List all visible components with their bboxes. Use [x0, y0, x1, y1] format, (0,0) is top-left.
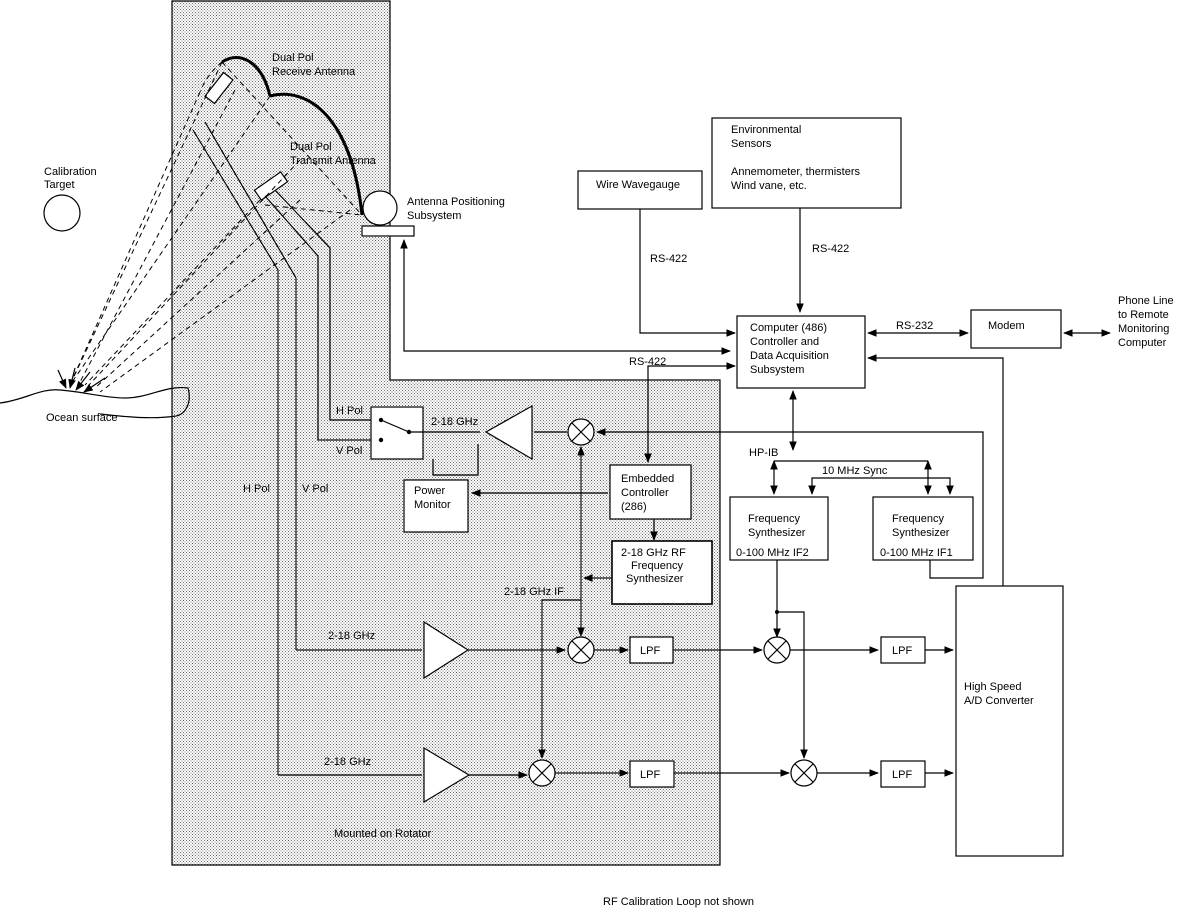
lpf-3-label: LPF — [892, 645, 912, 657]
sync-line — [808, 477, 954, 495]
lpf-1-box — [629, 636, 674, 664]
antenna-beam-lines — [69, 61, 363, 393]
ocean-surface-label: Ocean surface — [46, 412, 118, 424]
tx-freq-label: 2-18 GHz — [431, 416, 478, 428]
synth-if1-label: Frequency Synthesizer 0-100 MHz IF1 — [880, 513, 953, 559]
power-monitor-label: Power Monitor — [414, 485, 451, 511]
lpf-3-box — [880, 636, 926, 664]
synth-if2-box — [729, 496, 829, 561]
embedded-controller-box — [609, 464, 692, 520]
tx-amplifier — [484, 404, 533, 461]
computer-box — [736, 315, 866, 389]
adc-to-computer-link — [867, 354, 1004, 586]
rx-bottom-mixer — [528, 759, 556, 787]
if2-branch — [777, 611, 808, 759]
transmit-antenna — [253, 92, 364, 216]
rs422-embedded-label: RS-422 — [629, 356, 666, 368]
antenna-positioner — [361, 190, 415, 237]
if1-to-tx-mixer — [596, 428, 984, 579]
phone-line-label: Phone Line to Remote Monitoring Computer — [1118, 295, 1177, 349]
polarization-switch — [370, 406, 480, 460]
rx-top-mixer — [567, 636, 595, 664]
rx-freq-top-label: 2-18 GHz — [328, 630, 375, 642]
adc-box — [955, 585, 1064, 857]
if-label: 2-18 GHz IF — [504, 586, 564, 598]
tx-mixer — [567, 418, 595, 446]
lpf-2-label: LPF — [640, 769, 660, 781]
if-top-mixer — [763, 636, 791, 664]
rf-synth-box — [611, 540, 713, 605]
synth-if1-box — [872, 496, 974, 561]
positioner-control-line — [400, 239, 731, 355]
rx-bottom-amplifier — [423, 746, 471, 804]
wavegauge-link — [639, 209, 736, 337]
rx-freq-bottom-label: 2-18 GHz — [324, 756, 371, 768]
sync-label: 10 MHz Sync — [822, 465, 888, 477]
environmental-sensors-label: Environmental Sensors Annemometer, therm… — [731, 124, 863, 192]
rs422-embedded-link — [644, 362, 736, 463]
h-pol-line-label: H Pol — [243, 483, 270, 495]
adc-label: High Speed A/D Converter — [964, 681, 1034, 707]
waveguide-lines — [192, 121, 380, 775]
computer-label: Computer (486) Controller and Data Acqui… — [750, 322, 832, 376]
receive-antenna-label: Dual Pol Receive Antenna — [272, 52, 356, 78]
wire-wavegauge-label: Wire Wavegauge — [596, 179, 680, 191]
modem-box — [970, 309, 1062, 349]
ocean-reflection-arrows — [57, 367, 106, 393]
rs422-env-label: RS-422 — [812, 243, 849, 255]
footnote: RF Calibration Loop not shown — [603, 896, 754, 908]
antenna-positioning-label: Antenna Positioning Subsystem — [407, 196, 508, 222]
receive-antenna — [199, 56, 272, 105]
v-pol-switch-label: V Pol — [336, 445, 362, 457]
rs232-label: RS-232 — [896, 320, 933, 332]
rx-top-amplifier — [423, 620, 470, 680]
embedded-controller-label: Embedded Controller (286) — [621, 473, 677, 513]
lpf-4-box — [880, 760, 926, 788]
calibration-target-label: Calibration Target — [44, 166, 100, 191]
calibration-target — [43, 194, 81, 232]
transmit-antenna-label: Dual Pol Transmit Antenna — [290, 141, 377, 167]
hpib-label: HP-IB — [749, 447, 778, 459]
mounted-on-rotator-label: Mounted on Rotator — [334, 828, 432, 840]
rotator-region — [171, 0, 721, 866]
rf-synth-label: 2-18 GHz RF Frequency Synthesizer — [621, 547, 689, 585]
modem-label: Modem — [988, 320, 1025, 332]
lo-to-bottom-mixer — [538, 599, 581, 759]
ocean-surface-line — [0, 386, 190, 419]
lpf-2-box — [629, 760, 675, 788]
h-pol-switch-label: H Pol — [336, 405, 363, 417]
switch-to-power-monitor — [432, 444, 479, 476]
lpf-4-label: LPF — [892, 769, 912, 781]
power-monitor-box — [403, 479, 469, 533]
v-pol-line-label: V Pol — [302, 483, 328, 495]
synth-if2-label: Frequency Synthesizer 0-100 MHz IF2 — [736, 513, 809, 559]
if-bottom-mixer — [790, 759, 818, 787]
lpf-1-label: LPF — [640, 645, 660, 657]
rs422-wavegauge-label: RS-422 — [650, 253, 687, 265]
environmental-sensors-box — [711, 117, 902, 209]
